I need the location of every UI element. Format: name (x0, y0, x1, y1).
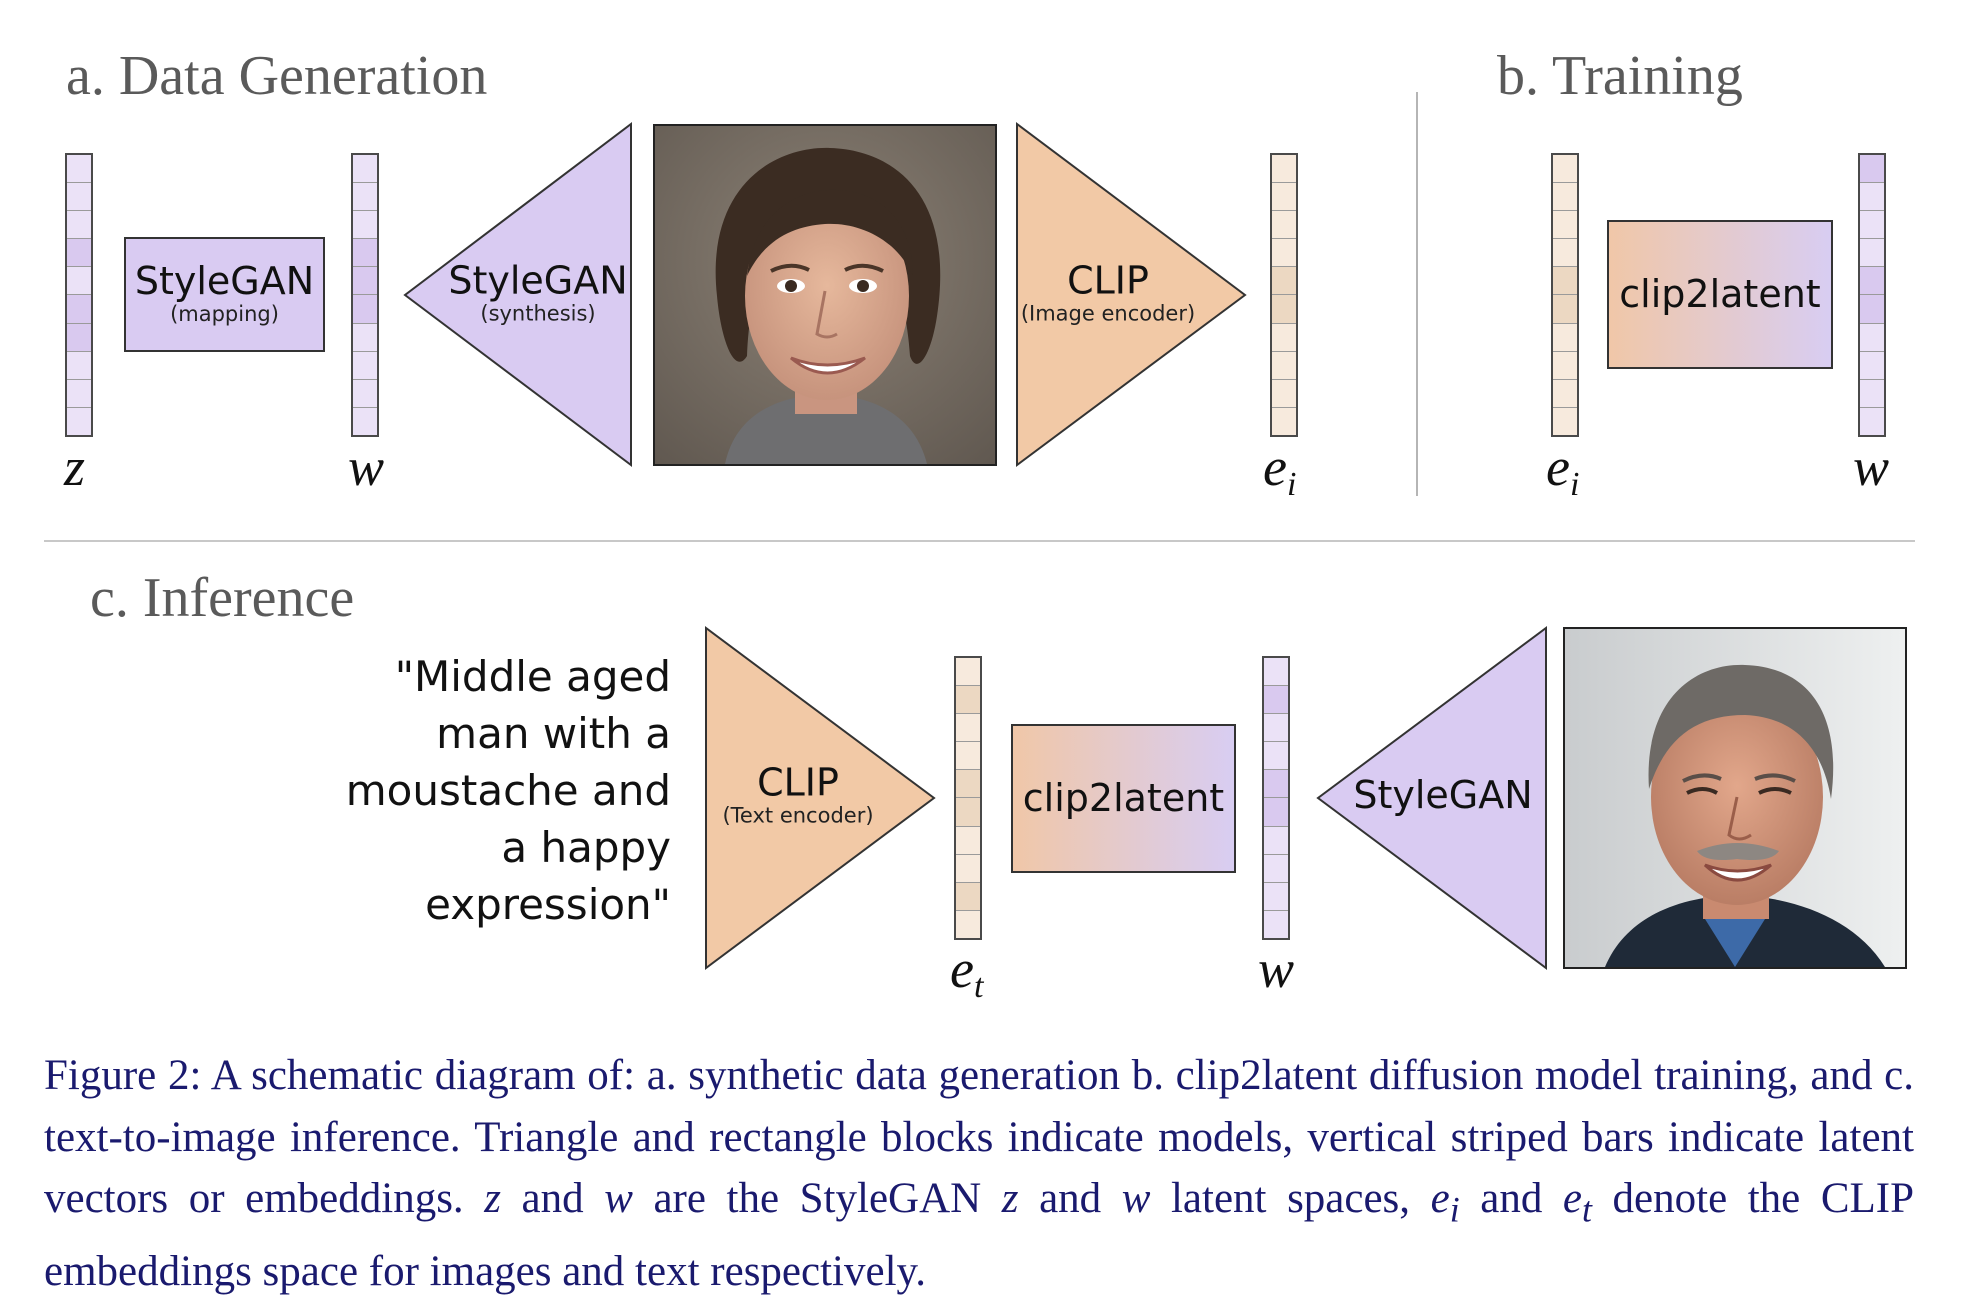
clip-image-encoder-triangle (1016, 122, 1247, 467)
clip-text-sub: (Text encoder) (722, 803, 874, 828)
woman-face-illustration (655, 126, 995, 464)
clip-text-encoder-triangle (705, 626, 936, 970)
figure-caption: Figure 2: A schematic diagram of: a. syn… (44, 1045, 1914, 1303)
w-latent-bar-b (1858, 153, 1886, 437)
stylegan-mapping-block: StyleGAN (mapping) (124, 237, 325, 352)
caption-z-2: z (1001, 1175, 1019, 1222)
clip-image-name: CLIP (1067, 258, 1149, 303)
stylegan-synthesis-triangle (403, 121, 632, 468)
clip-text-name: CLIP (757, 760, 839, 805)
et-embedding-bar (954, 656, 982, 940)
ei-label-b-e: e (1546, 437, 1570, 497)
section-a-title: a. Data Generation (66, 45, 488, 107)
z-latent-bar (65, 153, 93, 437)
stylegan-synthesis-name: StyleGAN (448, 258, 628, 303)
w-latent-bar-c (1262, 656, 1290, 940)
ei-embedding-bar-b (1551, 153, 1579, 437)
clip2latent-training-name: clip2latent (1619, 271, 1821, 316)
caption-et-t: t (1582, 1189, 1592, 1230)
caption-part-5: latent spaces, (1150, 1175, 1431, 1222)
w-label-c: w (1258, 939, 1295, 999)
clip2latent-training-block: clip2latent (1607, 220, 1833, 369)
ei-embedding-bar-a (1270, 153, 1298, 437)
caption-part-1: Figure 2: A schematic diagram of: a. syn… (44, 1052, 1914, 1222)
ei-label-a: ei (1263, 440, 1296, 502)
caption-et-e: e (1562, 1175, 1583, 1222)
stylegan-inference-triangle (1316, 626, 1547, 970)
caption-ei-i: i (1449, 1189, 1460, 1230)
generated-face-image (653, 124, 997, 466)
clip-image-encoder-label: CLIP (Image encoder) (1021, 261, 1195, 326)
clip2latent-inference-name: clip2latent (1022, 775, 1225, 820)
stylegan-inference-name: StyleGAN (1353, 773, 1533, 818)
clip-text-encoder-label: CLIP (Text encoder) (722, 763, 873, 828)
ei-label-a-e: e (1263, 437, 1287, 497)
caption-part-2: and (500, 1175, 605, 1222)
man-face-illustration (1565, 629, 1905, 967)
ei-label-b: ei (1546, 440, 1579, 502)
caption-part-7: denote the CLIP embeddings space for ima… (44, 1175, 1915, 1296)
text-prompt: "Middle aged man with a moustache and a … (345, 652, 671, 929)
clip-image-sub: (Image encoder) (1020, 301, 1196, 326)
et-label: et (950, 942, 983, 1004)
output-face-image (1563, 627, 1907, 969)
stylegan-synthesis-label: StyleGAN (synthesis) (448, 261, 627, 326)
caption-w-1: w (604, 1175, 633, 1222)
section-b-title: b. Training (1497, 45, 1743, 107)
caption-w-2: w (1121, 1175, 1151, 1222)
z-label: z (64, 437, 86, 497)
stylegan-mapping-sub: (mapping) (170, 301, 279, 326)
ei-label-b-i: i (1569, 466, 1580, 504)
caption-z-1: z (484, 1175, 501, 1222)
stylegan-inference-label: StyleGAN (1353, 773, 1533, 818)
caption-part-4: and (1018, 1175, 1122, 1222)
clip2latent-inference-block: clip2latent (1011, 724, 1236, 873)
et-label-t: t (973, 968, 984, 1006)
caption-part-3: are the StyleGAN (632, 1175, 1002, 1222)
stylegan-synthesis-sub: (synthesis) (480, 301, 596, 326)
ei-label-a-i: i (1286, 466, 1297, 504)
section-c-title: c. Inference (90, 567, 355, 629)
w-label-b: w (1853, 437, 1890, 497)
caption-ei-e: e (1430, 1175, 1450, 1222)
stylegan-mapping-name: StyleGAN (134, 258, 315, 303)
caption-part-6: and (1459, 1175, 1563, 1222)
w-latent-bar-a (351, 153, 379, 437)
w-label-a: w (348, 437, 385, 497)
et-label-e: e (950, 939, 974, 999)
